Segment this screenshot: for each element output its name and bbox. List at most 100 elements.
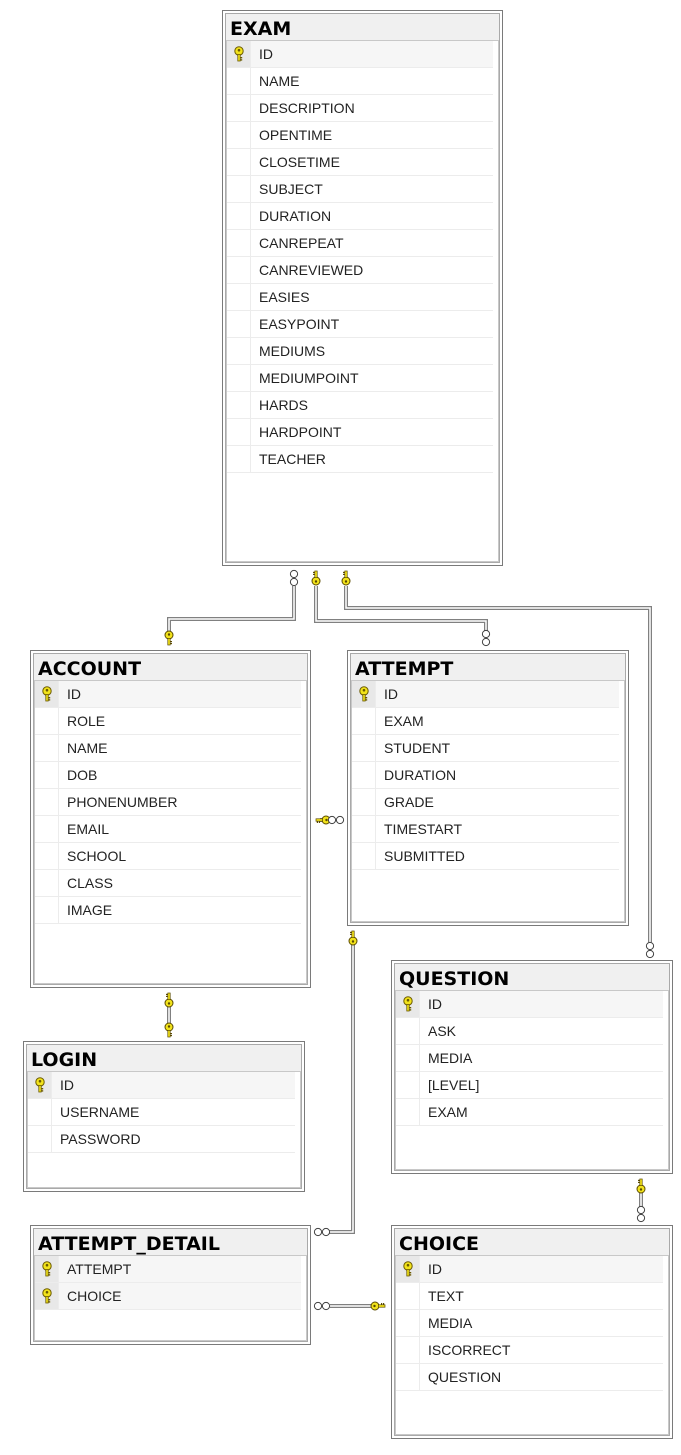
column-row[interactable]: CLASS: [35, 870, 301, 897]
row-selector: [396, 1256, 420, 1282]
column-row[interactable]: IMAGE: [35, 897, 301, 924]
column-row[interactable]: DURATION: [227, 203, 493, 230]
column-list-choice: ID TEXT MEDIA ISCORRECT QUESTION: [395, 1255, 669, 1435]
column-row[interactable]: [LEVEL]: [396, 1072, 663, 1099]
rel-attempt-attemptdetail[interactable]: [323, 945, 355, 1234]
row-selector: [35, 816, 59, 842]
column-row[interactable]: QUESTION: [396, 1364, 663, 1391]
column-row[interactable]: ID: [28, 1072, 295, 1099]
column-row[interactable]: EXAM: [352, 708, 619, 735]
row-selector: [396, 1364, 420, 1390]
column-row[interactable]: SUBMITTED: [352, 843, 619, 870]
column-row[interactable]: HARDPOINT: [227, 419, 493, 446]
row-selector: [227, 176, 251, 202]
table-title-account: ACCOUNT: [38, 658, 142, 680]
column-name: ROLE: [67, 713, 106, 729]
column-name: NAME: [259, 73, 300, 89]
column-row[interactable]: ID: [352, 681, 619, 708]
column-row[interactable]: TEACHER: [227, 446, 493, 473]
column-row[interactable]: SCHOOL: [35, 843, 301, 870]
column-row[interactable]: ISCORRECT: [396, 1337, 663, 1364]
column-row[interactable]: ID: [35, 681, 301, 708]
many-end-icon: [313, 1301, 331, 1311]
row-selector: [28, 1072, 52, 1098]
column-row[interactable]: CLOSETIME: [227, 149, 493, 176]
column-name: EMAIL: [67, 821, 110, 837]
primary-key-icon: [403, 1261, 413, 1277]
rel-exam-account[interactable]: [167, 586, 296, 633]
row-selector: [28, 1126, 52, 1152]
row-selector: [396, 1072, 420, 1098]
column-row[interactable]: PASSWORD: [28, 1126, 295, 1153]
row-selector: [227, 338, 251, 364]
column-row[interactable]: EASIES: [227, 284, 493, 311]
column-name: GRADE: [384, 794, 434, 810]
column-row[interactable]: SUBJECT: [227, 176, 493, 203]
column-row[interactable]: DURATION: [352, 762, 619, 789]
column-name: ATTEMPT: [67, 1261, 132, 1277]
column-name: STUDENT: [384, 740, 451, 756]
one-end-key-icon: [315, 815, 331, 825]
column-name: CLASS: [67, 875, 113, 891]
table-title-choice: CHOICE: [399, 1233, 479, 1255]
row-selector: [352, 843, 376, 869]
one-end-key-icon: [370, 1301, 386, 1311]
column-row[interactable]: DOB: [35, 762, 301, 789]
column-row[interactable]: ID: [396, 1256, 663, 1283]
row-selector: [35, 870, 59, 896]
column-row[interactable]: PHONENUMBER: [35, 789, 301, 816]
primary-key-icon: [42, 1288, 52, 1304]
column-row[interactable]: MEDIA: [396, 1310, 663, 1337]
column-row[interactable]: TEXT: [396, 1283, 663, 1310]
column-name: MEDIA: [428, 1050, 473, 1066]
column-row[interactable]: HARDS: [227, 392, 493, 419]
column-row[interactable]: ASK: [396, 1018, 663, 1045]
column-row[interactable]: TIMESTART: [352, 816, 619, 843]
row-selector: [227, 41, 251, 67]
table-title-question: QUESTION: [399, 968, 510, 990]
column-row[interactable]: ATTEMPT: [35, 1256, 301, 1283]
column-row[interactable]: ID: [396, 991, 663, 1018]
column-name: TEXT: [428, 1288, 464, 1304]
column-row[interactable]: ROLE: [35, 708, 301, 735]
column-row[interactable]: USERNAME: [28, 1099, 295, 1126]
one-end-key-icon: [348, 930, 358, 946]
one-end-key-icon: [164, 630, 174, 646]
row-selector: [396, 1018, 420, 1044]
row-selector: [227, 257, 251, 283]
column-row[interactable]: CHOICE: [35, 1283, 301, 1310]
column-row[interactable]: EASYPOINT: [227, 311, 493, 338]
column-row[interactable]: GRADE: [352, 789, 619, 816]
rel-exam-question-inner: [345, 586, 651, 942]
column-row[interactable]: NAME: [227, 68, 493, 95]
row-selector: [35, 681, 59, 707]
column-name: EXAM: [384, 713, 424, 729]
column-row[interactable]: MEDIUMS: [227, 338, 493, 365]
column-row[interactable]: MEDIA: [396, 1045, 663, 1072]
column-row[interactable]: CANREPEAT: [227, 230, 493, 257]
column-row[interactable]: STUDENT: [352, 735, 619, 762]
column-row[interactable]: EXAM: [396, 1099, 663, 1126]
column-name: ISCORRECT: [428, 1342, 511, 1358]
column-name: ID: [384, 686, 398, 702]
row-selector: [35, 735, 59, 761]
row-selector: [227, 95, 251, 121]
table-title-login: LOGIN: [31, 1049, 98, 1071]
column-row[interactable]: EMAIL: [35, 816, 301, 843]
column-row[interactable]: NAME: [35, 735, 301, 762]
column-row[interactable]: OPENTIME: [227, 122, 493, 149]
column-row[interactable]: ID: [227, 41, 493, 68]
table-choice[interactable]: CHOICE ID TEXT MEDIA ISCORRECT QUESTION: [391, 1225, 673, 1439]
column-row[interactable]: CANREVIEWED: [227, 257, 493, 284]
column-name: DURATION: [259, 208, 332, 224]
column-row[interactable]: MEDIUMPOINT: [227, 365, 493, 392]
column-row[interactable]: DESCRIPTION: [227, 95, 493, 122]
